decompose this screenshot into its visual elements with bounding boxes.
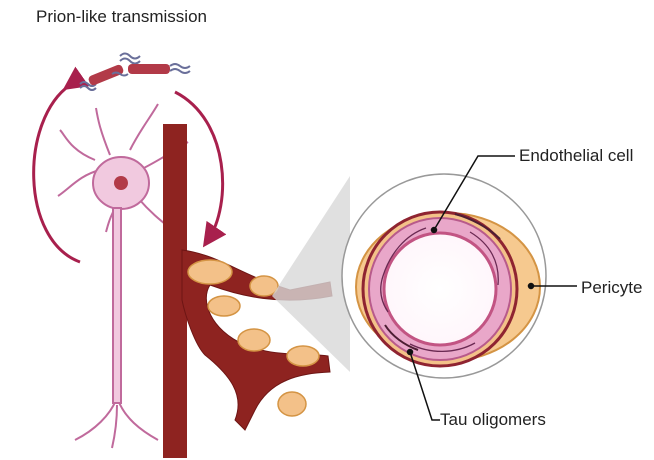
tau-fibril-icon [112, 64, 190, 76]
vessel-cross-section-icon [342, 174, 546, 378]
endothelial-cell-label: Endothelial cell [519, 146, 633, 166]
tau-oligomers-label: Tau oligomers [440, 410, 546, 430]
diagram-title: Prion-like transmission [36, 7, 207, 27]
zoom-wedge [272, 176, 350, 372]
pericyte-label: Pericyte [581, 278, 642, 298]
left-curved-arrow [34, 85, 80, 262]
